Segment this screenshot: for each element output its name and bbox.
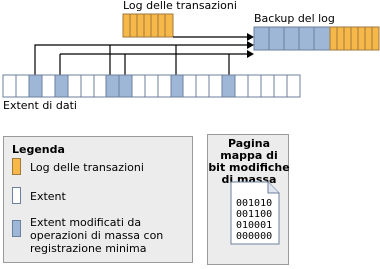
extent-swatch [12, 187, 21, 204]
page-icon [230, 181, 280, 245]
modified-extent-swatch [12, 220, 21, 237]
legend-title: Legenda [12, 143, 65, 156]
bitmap-bits: 001010 001100 010001 000000 [236, 198, 273, 242]
legend-item-log: Log delle transazioni [30, 161, 144, 174]
legend-item-extent: Extent [30, 190, 66, 203]
transaction-log-label: Log delle transazioni [123, 0, 237, 12]
legend-item-modified: Extent modificati da operazioni di massa… [30, 216, 164, 255]
transaction-log-block [122, 13, 174, 38]
log-to-backup-arrow [173, 33, 254, 41]
bitmap-page-title: Pagina mappa di bit modifiche di massa [208, 137, 290, 186]
bulk-logged-backup-diagram [2, 13, 380, 98]
log-backup-label: Backup del log [254, 12, 335, 25]
modified-extent-connectors [34, 41, 254, 75]
data-extents-row [2, 74, 301, 98]
log-swatch [12, 158, 21, 175]
data-extents-label: Extent di dati [3, 99, 77, 112]
log-backup-block [253, 26, 380, 51]
legend-box: Legenda Log delle transazioni Extent Ext… [3, 136, 193, 263]
bulk-changed-map-box: Pagina mappa di bit modifiche di massa 0… [207, 134, 290, 265]
